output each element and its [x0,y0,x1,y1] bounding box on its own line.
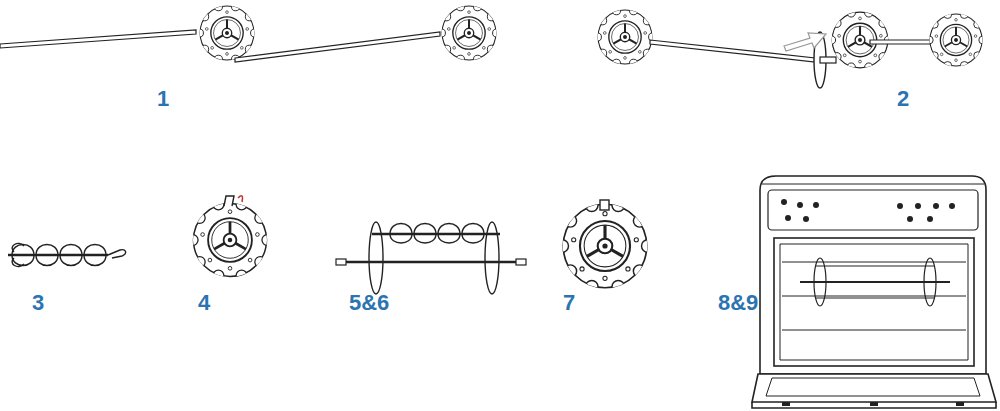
callout-number: 2 [897,88,909,110]
callout-number: 3 [32,292,44,314]
step-5-6-figure [336,222,526,294]
step-3-figure [8,244,126,267]
air-fryer-oven [752,176,996,408]
step-1-figure [0,3,501,64]
step-4-figure [187,196,273,281]
callout-number: 7 [563,292,575,314]
callout-number: 5&6 [349,292,389,314]
step-7-figure [556,199,654,293]
callout-number: 1 [157,88,169,110]
callout-number: 8&9 [718,292,758,314]
step-2-figure [784,9,987,72]
callout-number: 4 [198,292,210,314]
step-1-figure-b [593,7,836,88]
